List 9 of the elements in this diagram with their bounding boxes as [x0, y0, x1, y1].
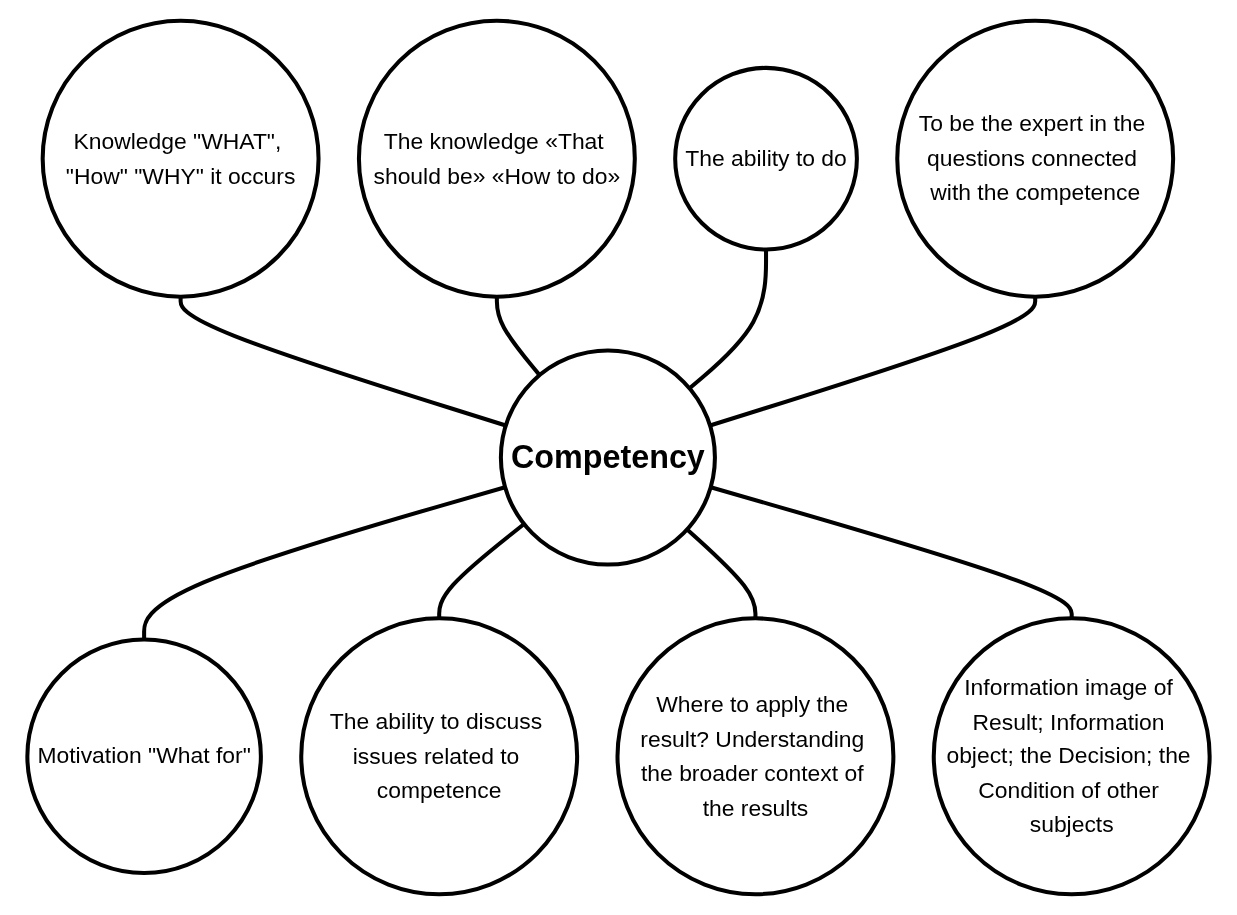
node-circle: To be the expert in the questions connected with the competence [895, 18, 1176, 299]
node-circle: The ability to discuss issues related to competence [299, 616, 580, 897]
node-circle: Motivation "What for" [25, 637, 263, 876]
node-circle: Where to apply the result? Understanding the broader context of the results [615, 616, 896, 897]
node-circle: The knowledge «That should be» «How to do» [356, 18, 637, 299]
node-circle: The ability to do [673, 65, 859, 252]
node-circle: Knowledge "WHAT", "How" "WHY" it occurs [40, 18, 321, 299]
node-circle: Information image of Result; Information object; the Decision; the Condition of other subjects [931, 616, 1212, 897]
node-circle: Competency [498, 348, 717, 567]
